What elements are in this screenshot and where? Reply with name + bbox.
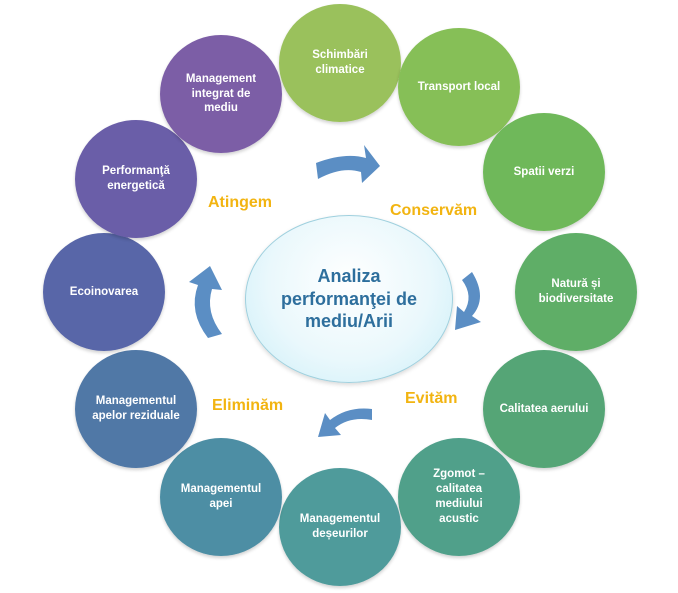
node-label: Ecoinovarea — [69, 285, 139, 298]
node-managementul-apei: Managementul apei — [160, 438, 282, 556]
center-title: Analiza performanţei de mediu/Arii — [280, 266, 418, 332]
node-performanta-energetica: Performanţă energetică — [75, 120, 197, 238]
node-management-integrat: Management integrat de mediu — [160, 35, 282, 153]
node-label: Zgomot – calitatea mediului acustic — [433, 468, 485, 525]
verb-atingem: Atingem — [208, 194, 272, 211]
node-label: Natură și biodiversitate — [538, 278, 614, 305]
verb-evitam: Evităm — [405, 390, 458, 407]
node-ecoinovarea: Ecoinovarea — [43, 233, 165, 351]
arrow-left — [189, 266, 222, 338]
node-transport-local: Transport local — [398, 28, 520, 146]
verb-eliminam: Eliminăm — [212, 397, 284, 414]
arrow-top — [316, 145, 380, 183]
center-circle: Analiza performanţei de mediu/Arii — [245, 215, 453, 383]
node-label: Schimbări climatice — [312, 49, 368, 76]
node-label: Managementul deșeurilor — [299, 513, 381, 540]
node-managementul-deseurilor: Managementul deșeurilor — [279, 468, 401, 586]
node-label: Spatii verzi — [513, 165, 575, 178]
node-label: Managementul apelor reziduale — [92, 395, 180, 422]
node-label: Management integrat de mediu — [185, 72, 257, 115]
node-spatii-verzi: Spatii verzi — [483, 113, 605, 231]
arrow-bottom — [318, 408, 372, 437]
node-label: Managementul apei — [180, 483, 262, 510]
node-zgomot: Zgomot – calitatea mediului acustic — [398, 438, 520, 556]
node-calitatea-aerului: Calitatea aerului — [483, 350, 605, 468]
node-label: Calitatea aerului — [499, 402, 589, 415]
node-label: Performanţă energetică — [102, 165, 170, 192]
verb-conservam: Conservăm — [390, 202, 478, 219]
arrow-right — [455, 272, 481, 330]
node-natura-biodiversitate: Natură și biodiversitate — [515, 233, 637, 351]
node-schimbari-climatice: Schimbări climatice — [279, 4, 401, 122]
node-managementul-apelor-reziduale: Managementul apelor reziduale — [75, 350, 197, 468]
node-label: Transport local — [417, 80, 501, 93]
